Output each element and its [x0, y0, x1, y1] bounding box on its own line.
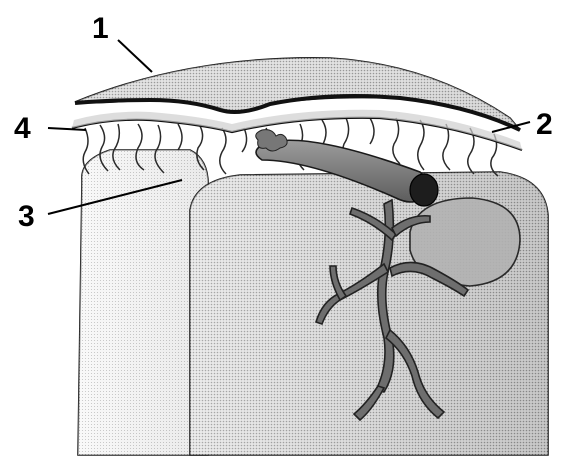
left-tissue-texture	[78, 150, 208, 455]
callout-2-label: 2	[536, 108, 553, 141]
callout-4-label: 4	[14, 112, 31, 145]
vessel-tip-cluster	[256, 130, 287, 151]
callout-4-leader	[48, 128, 86, 130]
callout-3-label: 3	[18, 200, 35, 233]
callout-1-label: 1	[92, 12, 109, 45]
callout-1-leader	[118, 40, 152, 72]
vessel-end	[410, 174, 438, 206]
